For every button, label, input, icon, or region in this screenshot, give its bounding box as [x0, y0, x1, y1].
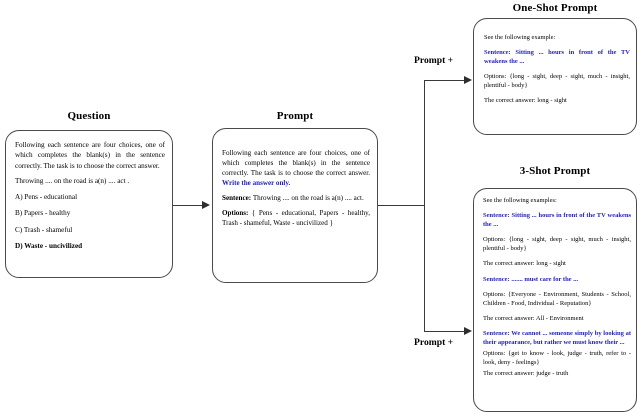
question-body: Following each sentence are four choices… [15, 140, 165, 258]
three-shot-example-2-answer: The correct answer: All - Environment [483, 314, 584, 322]
three-shot-example-3-answer: The correct answer: judge - truth [483, 370, 569, 378]
arrowhead-one-shot [464, 75, 472, 84]
question-choice-d: D) Waste - uncivilized [15, 242, 83, 251]
prompt-title: Prompt [276, 110, 314, 122]
prompt-sentence-text: Throwing .... on the road is a(n) .... a… [252, 194, 364, 203]
prompt-body: Following each sentence are four choices… [222, 148, 370, 228]
prompt-sentence-line: Sentence: Throwing .... on the road is a… [222, 193, 370, 203]
three-shot-example-1-sentence: Sentence: Sitting ... hours in front of … [483, 212, 631, 229]
prompt-instructions: Following each sentence are four choices… [222, 149, 370, 178]
connector-question-to-prompt [173, 205, 203, 207]
three-shot-title: 3-Shot Prompt [519, 165, 591, 177]
one-shot-example-1-options: Options: {long - sight, deep - sight, mu… [484, 73, 630, 90]
connector-prompt-trunk [378, 205, 425, 207]
question-choice-b: B) Papers - healthy [15, 209, 71, 218]
three-shot-example-1-answer: The correct answer: long - sight [483, 260, 566, 268]
three-shot-box: See the following examples: Sentence: Si… [473, 188, 637, 412]
three-shot-example-3-sentence: Sentence: We cannot ... someone simply b… [483, 329, 631, 347]
three-shot-example-2-sentence: Sentence: ....... must care for the ... [483, 275, 579, 283]
question-choice-a: A) Pens - educational [15, 192, 78, 201]
prompt-box: Following each sentence are four choices… [212, 128, 378, 283]
question-choice-c: C) Trash - shameful [15, 225, 73, 234]
prompt-options-line: Options: { Pens - educational, Papers - … [222, 208, 370, 228]
prompt-instructions-line: Following each sentence are four choices… [222, 148, 370, 188]
connector-to-one-shot [424, 80, 466, 82]
one-shot-example-1-answer: The correct answer: long - sight [484, 97, 567, 105]
question-box: Following each sentence are four choices… [5, 130, 173, 278]
prompt-options-text: { Pens - educational, Papers - healthy, … [222, 209, 370, 228]
arrowhead-three-shot [464, 326, 472, 335]
connector-to-three-shot [424, 331, 466, 333]
prompt-options-label: Options: [222, 209, 249, 218]
three-shot-lead: See the following examples: [483, 197, 557, 204]
prompt-plus-label-one-shot: Prompt + [414, 55, 454, 66]
three-shot-example-2-options: Options: {Everyone - Environment, Studen… [483, 290, 631, 307]
prompt-plus-label-three-shot: Prompt + [414, 337, 454, 348]
prompt-instruction-highlight: Write the answer only. [222, 179, 291, 188]
one-shot-lead: See the following example: [484, 34, 556, 41]
question-sentence: Throwing .... on the road is a(n) .... a… [15, 177, 130, 186]
one-shot-box: See the following example: Sentence: Sit… [473, 18, 637, 135]
one-shot-title: One-Shot Prompt [512, 2, 598, 14]
three-shot-example-1-options: Options: {long - sight, deep - sight, mu… [483, 236, 631, 253]
arrowhead-question-to-prompt [202, 200, 210, 209]
three-shot-example-3-options: Options: {get to know - look, judge - tr… [483, 350, 631, 367]
three-shot-body: See the following examples: Sentence: Si… [483, 196, 631, 378]
one-shot-body: See the following example: Sentence: Sit… [484, 33, 630, 106]
question-title: Question [67, 110, 111, 122]
one-shot-example-1-sentence: Sentence: Sitting ... hours in front of … [484, 49, 630, 66]
question-instructions: Following each sentence are four choices… [15, 141, 165, 170]
connector-branch-spine [424, 80, 426, 332]
prompt-sentence-label: Sentence: [222, 194, 252, 203]
